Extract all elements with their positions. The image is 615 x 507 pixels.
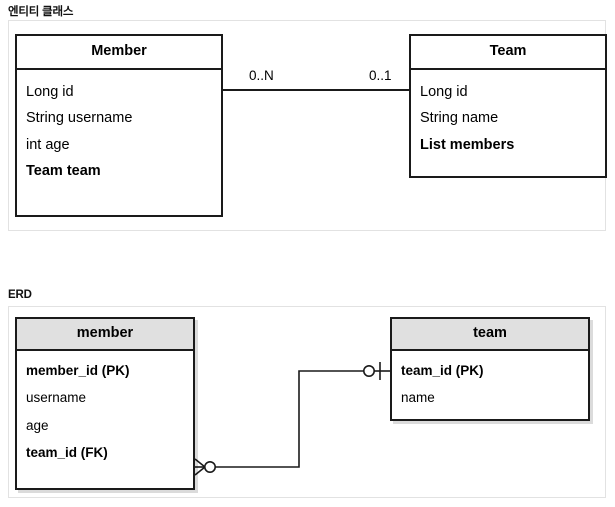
erd-table-name-member: member bbox=[17, 319, 193, 351]
erd-column-list-team: team_id (PK) name bbox=[392, 351, 588, 419]
uml-association-line bbox=[223, 89, 409, 91]
erd-column: team_id (PK) bbox=[401, 362, 484, 378]
erd-column: name bbox=[401, 390, 435, 405]
erd-column: age bbox=[26, 417, 49, 433]
uml-field: Long id bbox=[26, 83, 74, 100]
erd-table-team[interactable]: team team_id (PK) name bbox=[390, 317, 590, 421]
cardinality-zero-circle-icon bbox=[204, 461, 217, 474]
uml-field: String name bbox=[420, 110, 499, 126]
uml-class-box-member[interactable]: Member Long id String username int age T… bbox=[15, 34, 223, 217]
erd-diagram-panel: member member_id (PK) username age team_… bbox=[8, 306, 606, 498]
uml-field: Long id bbox=[420, 83, 468, 100]
erd-column: username bbox=[26, 390, 87, 405]
crowsfoot-many-icon bbox=[194, 458, 206, 476]
uml-multiplicity-source: 0..N bbox=[249, 68, 274, 83]
uml-field: List members bbox=[420, 136, 515, 153]
uml-field: String username bbox=[26, 110, 133, 126]
cardinality-zero-circle-icon bbox=[362, 364, 375, 377]
section-title-erd: ERD bbox=[8, 289, 32, 301]
uml-field-list-member: Long id String username int age Team tea… bbox=[17, 70, 221, 194]
uml-class-box-team[interactable]: Team Long id String name List members bbox=[409, 34, 607, 178]
uml-field-list-team: Long id String name List members bbox=[411, 70, 605, 168]
uml-class-name-member: Member bbox=[17, 36, 221, 70]
erd-relationship-path bbox=[209, 370, 374, 468]
uml-field: int age bbox=[26, 136, 70, 153]
uml-multiplicity-target: 0..1 bbox=[369, 68, 392, 83]
erd-table-member[interactable]: member member_id (PK) username age team_… bbox=[15, 317, 195, 490]
erd-column: member_id (PK) bbox=[26, 362, 130, 378]
uml-field: Team team bbox=[26, 163, 101, 179]
section-title-entity-class: 엔티티 클래스 bbox=[8, 6, 74, 18]
erd-column-list-member: member_id (PK) username age team_id (FK) bbox=[17, 351, 193, 474]
uml-class-name-team: Team bbox=[411, 36, 605, 70]
erd-table-name-team: team bbox=[392, 319, 588, 351]
entity-class-diagram-panel: Member Long id String username int age T… bbox=[8, 20, 607, 231]
erd-column: team_id (FK) bbox=[26, 445, 108, 460]
